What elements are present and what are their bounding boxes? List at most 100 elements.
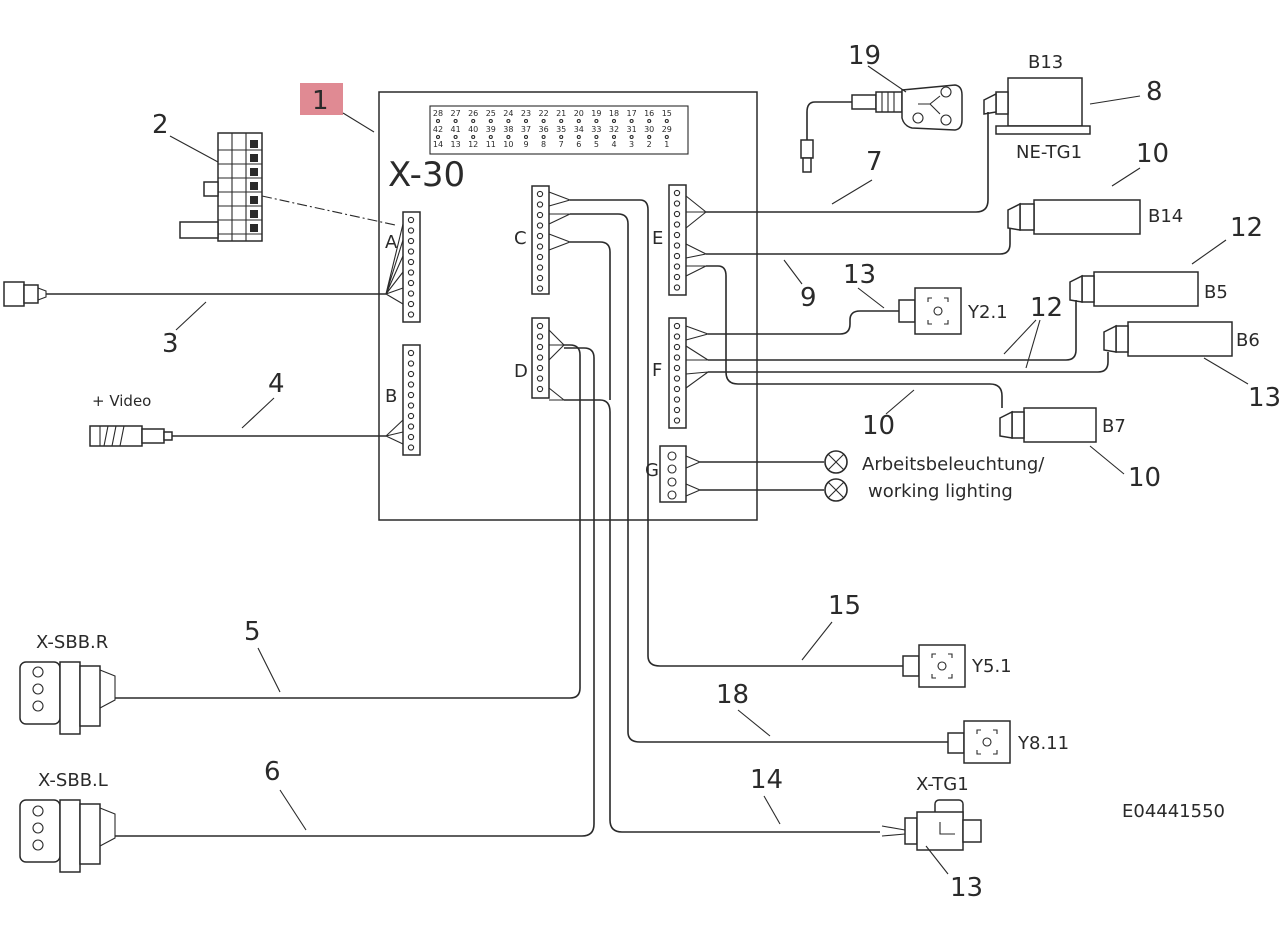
- wire-16[interactable]: [564, 399, 880, 833]
- wire-12-b6[interactable]: [708, 352, 1109, 373]
- callout-13-top-leader: [1191, 239, 1227, 265]
- pin-number: 24: [503, 109, 513, 118]
- pin-number: 4: [611, 140, 616, 149]
- sensor-b7[interactable]: [999, 407, 1097, 443]
- pin-number: 3: [629, 140, 634, 149]
- pin-number: 6: [576, 140, 581, 149]
- callout-8: 8: [1146, 77, 1163, 107]
- pin-number: 36: [539, 125, 549, 134]
- wire-7[interactable]: [706, 112, 989, 213]
- pin-number: 22: [539, 109, 549, 118]
- pin-number: 32: [609, 125, 619, 134]
- connector-g[interactable]: [659, 445, 687, 503]
- connector-b-label: B: [385, 386, 397, 407]
- pin-number: 27: [451, 109, 461, 118]
- callout-1-leader: [342, 112, 375, 133]
- connector-e[interactable]: [668, 184, 687, 296]
- b13-label: B13: [1028, 52, 1063, 73]
- pin-number: 21: [556, 109, 566, 118]
- wire-9[interactable]: [706, 226, 1011, 255]
- sensor-b14[interactable]: [1007, 199, 1141, 235]
- pin-number: 18: [609, 109, 619, 118]
- fuse-to-a-line: [261, 195, 396, 226]
- pin-number: 16: [644, 109, 654, 118]
- lighting-label-de: Arbeitsbeleuchtung/: [862, 454, 1045, 475]
- wire-12-b5[interactable]: [708, 300, 1077, 361]
- x-sbb-r-label: X-SBB.R: [36, 632, 108, 653]
- callout-19: 19: [848, 41, 881, 71]
- pin-number: 1: [664, 140, 669, 149]
- connector-d-label: D: [514, 361, 528, 382]
- connector-c[interactable]: [531, 185, 550, 295]
- valve-y2-1[interactable]: [898, 287, 962, 335]
- callout-18-leader: [737, 709, 771, 737]
- callout-14: 13: [843, 260, 876, 290]
- valve-y5-1[interactable]: [902, 644, 966, 688]
- connector-e-label: E: [652, 228, 663, 249]
- pin-number: 12: [468, 140, 478, 149]
- pin-number: 9: [523, 140, 528, 149]
- connector-b[interactable]: [402, 344, 421, 456]
- wire-6[interactable]: [115, 347, 595, 837]
- callout-3-leader: [175, 301, 207, 331]
- wire-18[interactable]: [570, 213, 950, 743]
- drawing-number: E04441550: [1122, 801, 1225, 822]
- sensor-b6[interactable]: [1103, 321, 1233, 357]
- callout-12-leader-b: [1025, 319, 1041, 369]
- pin-number: 8: [541, 140, 546, 149]
- y8-11-label: Y8.11: [1017, 733, 1069, 754]
- callout-10-bottom-leader: [1089, 445, 1125, 475]
- wire-15[interactable]: [570, 199, 905, 667]
- callout-5-leader: [257, 647, 281, 693]
- wire-11[interactable]: [706, 265, 1003, 408]
- main-box-x30[interactable]: [378, 91, 758, 521]
- callout-8-leader: [1089, 95, 1141, 105]
- pin-number: 39: [486, 125, 496, 134]
- callout-9: 9: [800, 283, 817, 313]
- callout-13-top: 12: [1230, 213, 1263, 243]
- b14-label: B14: [1148, 206, 1183, 227]
- fuse-block[interactable]: [179, 132, 263, 242]
- lighting-label-en: working lighting: [868, 481, 1013, 502]
- sensor-b5[interactable]: [1069, 271, 1199, 307]
- callout-1-highlight[interactable]: [300, 83, 343, 115]
- wire-14[interactable]: [708, 310, 899, 335]
- callout-18: 18: [716, 680, 749, 710]
- callout-7: 7: [866, 147, 883, 177]
- video-plug[interactable]: [89, 425, 173, 447]
- wire-c-d-link: [570, 241, 611, 400]
- connector-c-label: C: [514, 228, 527, 249]
- ne-tg1-label: NE-TG1: [1016, 142, 1082, 163]
- callout-6-leader: [279, 789, 307, 831]
- plug-3[interactable]: [3, 281, 47, 307]
- connector-d[interactable]: [531, 317, 550, 399]
- callout-9-leader: [783, 259, 803, 285]
- valve-y8-11[interactable]: [947, 720, 1011, 764]
- pin-number: 29: [662, 125, 672, 134]
- wire-5[interactable]: [115, 344, 581, 699]
- x-sbb-r-connector[interactable]: [19, 661, 116, 735]
- x-sbb-l-connector[interactable]: [19, 799, 116, 873]
- pin-number: 10: [503, 140, 513, 149]
- pin-number: 5: [594, 140, 599, 149]
- x-tg1-connector[interactable]: [881, 799, 982, 851]
- connector-a[interactable]: [402, 211, 421, 323]
- callout-2-leader: [169, 135, 219, 163]
- callout-17: 13: [950, 873, 983, 903]
- sensor-19[interactable]: [800, 84, 963, 173]
- callout-5: 5: [244, 617, 261, 647]
- pin-number: 14: [433, 140, 443, 149]
- pin-number: 19: [591, 109, 601, 118]
- connector-f[interactable]: [668, 317, 687, 429]
- callout-15-leader: [801, 621, 833, 661]
- pin-number: 31: [627, 125, 637, 134]
- pin-number: 17: [627, 109, 637, 118]
- pin-number: 26: [468, 109, 478, 118]
- pin-number: 23: [521, 109, 531, 118]
- video-label: + Video: [92, 392, 151, 410]
- callout-2: 2: [152, 110, 169, 140]
- module-b13[interactable]: [983, 77, 1091, 135]
